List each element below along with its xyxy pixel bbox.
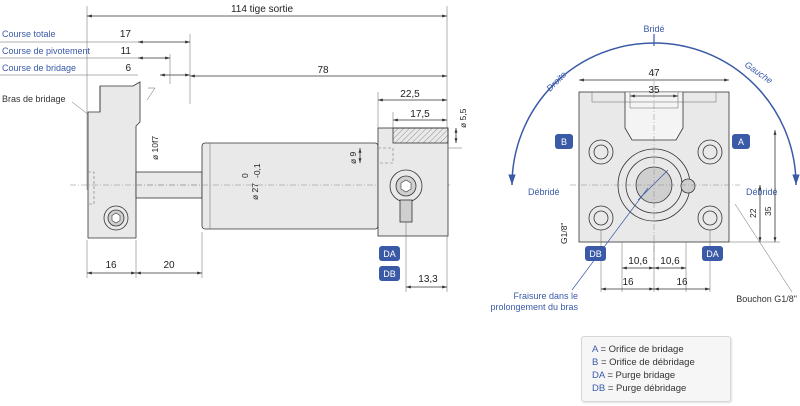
- dim-35-side-label: 35: [763, 206, 773, 216]
- debride-left-label: Débridé: [528, 187, 560, 197]
- dim-10-6-right-label: 10,6: [660, 256, 680, 267]
- badge-a: [732, 134, 750, 149]
- badge-a-label: A: [738, 137, 744, 147]
- bouchon-label: Bouchon G1/8": [736, 294, 797, 304]
- badge-da-side-label: DA: [383, 249, 396, 259]
- dim-16-left-label: 16: [622, 277, 634, 288]
- port-b-circle: [588, 139, 614, 165]
- badge-db-side: [379, 266, 400, 281]
- badge-db-front: [585, 246, 606, 261]
- side-view: 114 tige sortie Course totale 17 Course …: [0, 4, 468, 292]
- port-a-inner: [702, 144, 718, 160]
- badge-da-front-label: DA: [706, 249, 719, 259]
- course-totale-label: Course totale: [2, 29, 56, 39]
- legend-key-a: A: [592, 344, 598, 355]
- dim-114-label: 114 tige sortie: [231, 4, 294, 15]
- course-totale-value: 17: [120, 29, 132, 40]
- legend-row-db: DB = Purge débridage: [592, 383, 686, 394]
- legend-text-db: = Purge débridage: [607, 383, 687, 394]
- bride-label: Bridé: [643, 24, 664, 34]
- hex-socket-icon: [111, 212, 121, 224]
- dim-35-top-label: 35: [648, 85, 660, 96]
- legend-row-da: DA = Purge bridage: [592, 370, 675, 381]
- legend-text-a: = Orifice de bridage: [600, 344, 684, 355]
- course-bridage-value: 6: [125, 63, 131, 74]
- purge-screw: [399, 199, 413, 223]
- fraisure-leader: [571, 187, 649, 291]
- dim-16-label: 16: [105, 260, 117, 271]
- port-b-inner: [593, 144, 609, 160]
- arm-break-mark: [146, 87, 156, 101]
- fraisure-line1: Fraisure dans le: [513, 291, 578, 301]
- plug-hex-icon: [400, 179, 412, 193]
- legend-text-b: = Orifice de débridage: [600, 357, 695, 368]
- badge-da-side: [379, 246, 400, 261]
- course-bridage-label: Course de bridage: [2, 63, 76, 73]
- port-db-inner: [593, 210, 609, 226]
- badge-db-front-label: DB: [589, 249, 602, 259]
- dim-22-label: 22: [748, 208, 758, 218]
- dim-16-right-label: 16: [676, 277, 688, 288]
- dim-d27: ø 27: [250, 183, 260, 200]
- thread-label: G1/8": [559, 223, 569, 244]
- badge-b-label: B: [561, 137, 567, 147]
- dim-47-label: 47: [648, 68, 660, 79]
- legend-row-a: A = Orifice de bridage: [592, 344, 684, 355]
- legend-key-b: B: [592, 357, 599, 368]
- badge-da-front: [702, 246, 723, 261]
- legend-box: A = Orifice de bridage B = Orifice de dé…: [581, 336, 731, 402]
- front-view: Bridé Droite Gauche Débridé Débridé 47 3…: [490, 24, 800, 312]
- dim-d9-label: ø 9: [348, 151, 358, 164]
- dim-10-6-left-label: 10,6: [628, 256, 648, 267]
- section-hatch: [392, 127, 449, 144]
- debride-right-label: Débridé: [746, 187, 778, 197]
- gauche-label: Gauche: [743, 59, 775, 85]
- dim-13-3-label: 13,3: [418, 274, 438, 285]
- arm-hidden: [88, 171, 95, 205]
- fraisure-line2: prolongement du bras: [490, 302, 578, 312]
- arm-screw-outer: [103, 205, 129, 231]
- arm-label: Bras de bridage: [2, 94, 66, 104]
- course-pivotement-value: 11: [121, 46, 132, 57]
- dim-22-5-label: 22,5: [400, 89, 420, 100]
- badge-b: [555, 134, 573, 149]
- course-pivotement-label: Course de pivotement: [2, 46, 91, 56]
- port-da-inner: [702, 210, 718, 226]
- port-hidden: [378, 147, 394, 164]
- plug-circle: [680, 178, 696, 194]
- bouchon-leader: [734, 203, 793, 293]
- droite-label: Droite: [544, 69, 568, 93]
- legend-key-db: DB: [592, 383, 606, 394]
- dim-d27-tol-up: 0: [240, 173, 250, 178]
- dim-78-label: 78: [317, 65, 329, 76]
- dim-17-5-label: 17,5: [410, 109, 430, 120]
- legend-row-b: B = Orifice de débridage: [592, 357, 695, 368]
- legend-text-da: = Purge bridage: [607, 370, 676, 381]
- dim-d5-5-label: ø 5,5: [458, 108, 468, 128]
- dim-d27-tol-low: -0,1: [252, 163, 262, 178]
- legend-key-da: DA: [592, 370, 605, 381]
- port-a-circle: [697, 139, 723, 165]
- badge-db-side-label: DB: [383, 269, 396, 279]
- dim-d10f7: ø 10f7: [150, 136, 160, 160]
- dim-20-label: 20: [163, 260, 175, 271]
